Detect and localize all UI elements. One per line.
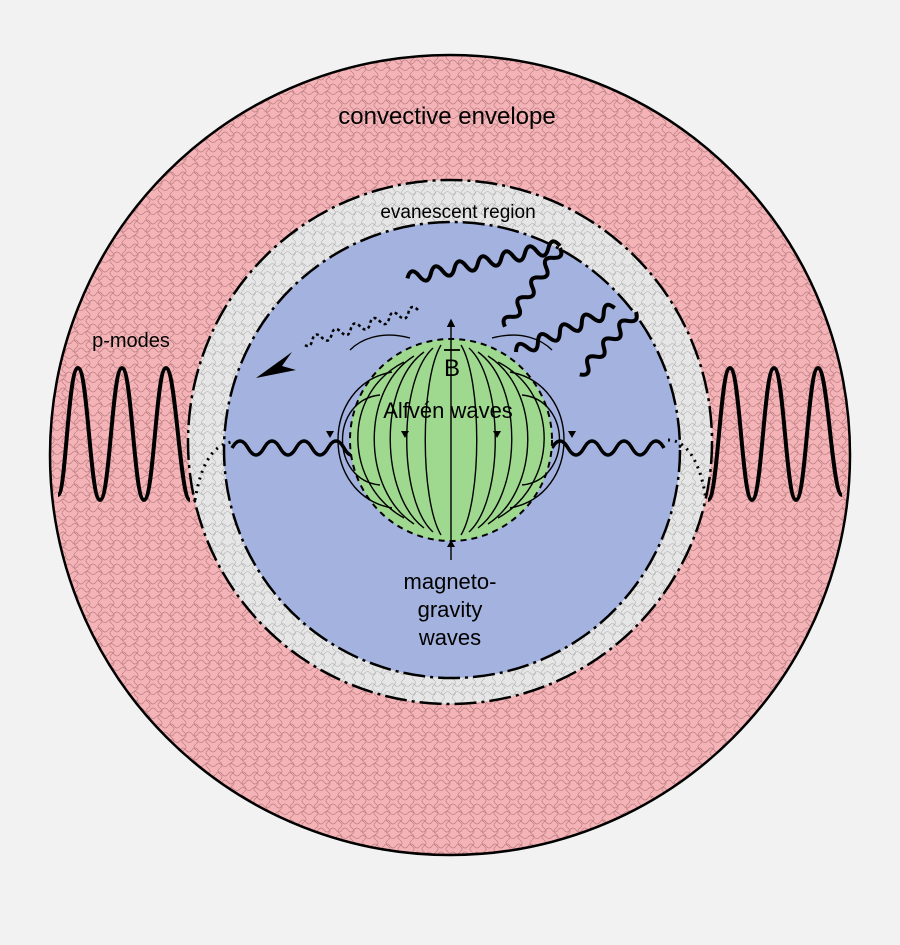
ray-arrowhead xyxy=(256,352,296,378)
envelope-label: convective envelope xyxy=(338,103,555,130)
ray-wave-1 xyxy=(405,239,562,283)
magneto-gravity-label-2: gravity xyxy=(418,597,483,622)
p-mode-wave-left xyxy=(56,365,192,503)
ray-wave-1-dotted xyxy=(301,305,419,348)
gravity-wave-left xyxy=(230,439,360,457)
evanescent-label: evanescent region xyxy=(380,202,535,223)
p-modes-label: p-modes xyxy=(92,330,170,352)
ray-wave-3 xyxy=(514,302,616,353)
field-label: B xyxy=(444,355,460,382)
field-lines xyxy=(337,318,565,560)
magneto-gravity-label-3: waves xyxy=(418,625,481,650)
alfven-label: Alfvén waves xyxy=(383,398,513,423)
field-line-arrows xyxy=(326,431,576,547)
magneto-gravity-label-1: magneto- xyxy=(404,569,497,594)
evanescent-tail-left xyxy=(193,440,233,501)
p-mode-wave-right xyxy=(706,365,844,503)
gravity-wave-right xyxy=(550,439,666,457)
ray-wave-4 xyxy=(579,311,639,377)
ray-wave-2 xyxy=(501,247,564,328)
